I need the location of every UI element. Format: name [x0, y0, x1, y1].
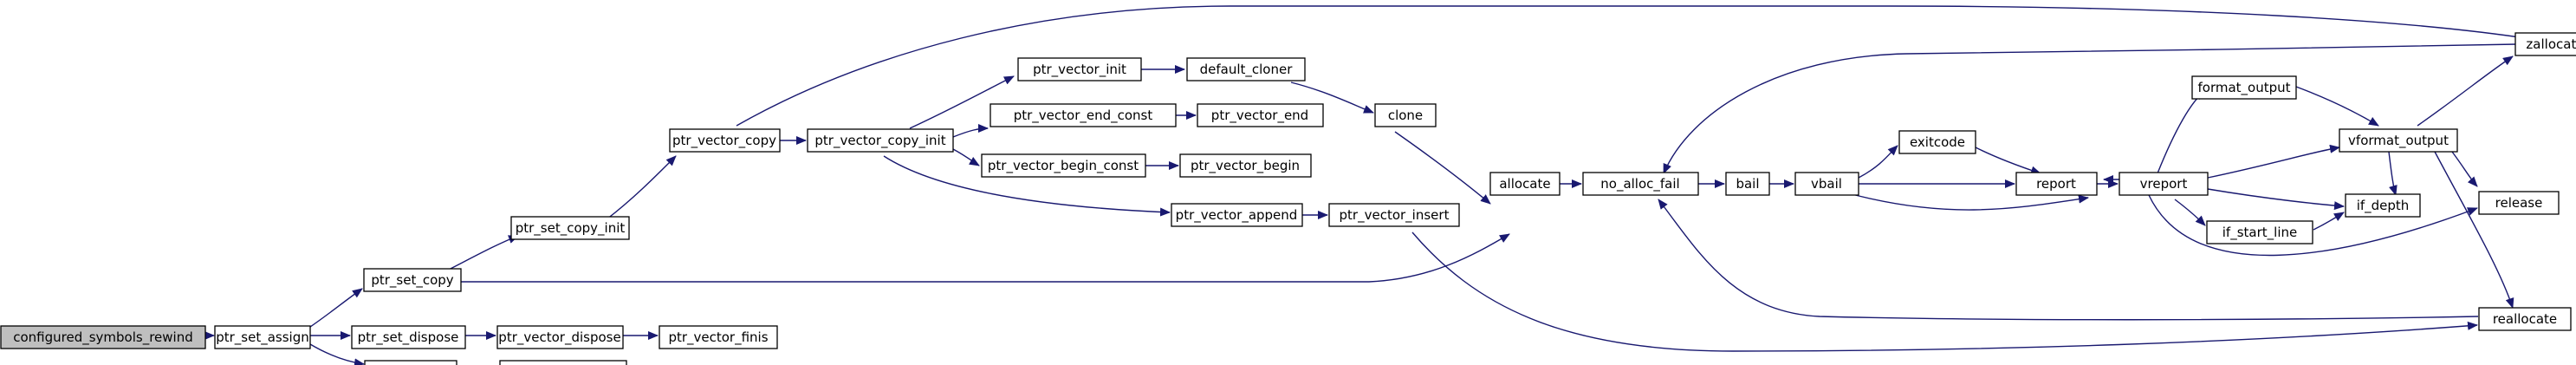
node-ptr-set-assign[interactable]: ptr_set_assign: [214, 325, 311, 349]
node-label: ptr_vector_end_const: [1014, 108, 1153, 124]
node-configured-symbols-rewind[interactable]: configured_symbols_rewind: [0, 325, 206, 349]
edge-vreport-to-if-depth: [2207, 188, 2345, 211]
edge-vreport-to-format-output: [2157, 90, 2206, 174]
node-ptr-vector-init[interactable]: ptr_vector_init: [1017, 57, 1142, 81]
node-label: clone: [1388, 108, 1423, 123]
node-bail[interactable]: bail: [1725, 172, 1770, 196]
node-label: vbail: [1811, 176, 1842, 192]
node-ptr-vector-swap[interactable]: ptr_vector_swap: [499, 360, 627, 365]
node-ptr-vector-end-const[interactable]: ptr_vector_end_const: [990, 103, 1177, 127]
node-ptr-vector-begin-const[interactable]: ptr_vector_begin_const: [981, 153, 1146, 178]
node-exitcode[interactable]: exitcode: [1898, 130, 1976, 154]
node-label: no_alloc_fail: [1600, 176, 1679, 192]
edge-vreport-to-vformat-output: [2207, 144, 2340, 179]
edge-zallocate-to-no-alloc-fail: [1663, 43, 2518, 174]
node-reallocate[interactable]: reallocate: [2478, 307, 2572, 331]
node-ptr-vector-append[interactable]: ptr_vector_append: [1171, 203, 1303, 227]
node-label: ptr_vector_copy: [672, 133, 776, 149]
node-release[interactable]: release: [2478, 191, 2560, 215]
node-label: zallocate: [2526, 36, 2576, 52]
node-ptr-vector-dispose[interactable]: ptr_vector_dispose: [496, 325, 624, 349]
node-report[interactable]: report: [2015, 172, 2098, 196]
node-label: report: [2036, 176, 2076, 192]
node-ptr-vector-insert[interactable]: ptr_vector_insert: [1328, 203, 1460, 227]
edge-vformat-output-to-zallocate: [2417, 55, 2514, 127]
edge-ptr-set-copy-to-allocate: [461, 233, 1510, 283]
node-no-alloc-fail[interactable]: no_alloc_fail: [1582, 172, 1699, 196]
node-label: format_output: [2197, 80, 2290, 96]
node-label: ptr_vector_init: [1033, 62, 1126, 78]
edge-ptr-set-copy-init-to-ptr-vector-copy: [606, 155, 677, 220]
edge-ptr-set-assign-to-ptr-set-copy: [309, 288, 363, 328]
edge-exitcode-to-report: [1975, 147, 2041, 175]
node-ptr-set-swap[interactable]: ptr_set_swap: [364, 360, 457, 365]
edge-ptr-vector-copy-init-to-ptr-vector-begin-const: [952, 148, 980, 166]
node-label: ptr_set_dispose: [358, 329, 459, 346]
edge-ptr-vector-copy-to-zallocate: [736, 5, 2563, 127]
edge-vformat-output-to-reallocate: [2434, 151, 2514, 309]
node-label: vreport: [2140, 176, 2188, 192]
node-format-output[interactable]: format_output: [2191, 75, 2297, 100]
node-default-cloner[interactable]: default_cloner: [1186, 57, 1306, 81]
node-if-start-line[interactable]: if_start_line: [2206, 220, 2313, 244]
node-ptr-vector-copy-init[interactable]: ptr_vector_copy_init: [807, 128, 954, 153]
edge-ptr-set-assign-to-ptr-set-swap: [309, 343, 365, 365]
node-label: bail: [1736, 176, 1759, 192]
node-ptr-set-copy-init[interactable]: ptr_set_copy_init: [510, 216, 630, 240]
edge-default-cloner-to-clone: [1290, 81, 1374, 114]
node-label: ptr_vector_end: [1211, 108, 1308, 124]
node-ptr-vector-copy[interactable]: ptr_vector_copy: [669, 128, 781, 153]
edge-vbail-to-exitcode: [1858, 145, 1898, 179]
node-allocate[interactable]: allocate: [1489, 172, 1561, 196]
edge-vreport-to-release: [2148, 194, 2478, 257]
node-label: ptr_vector_dispose: [498, 329, 620, 346]
node-label: ptr_vector_begin_const: [988, 158, 1139, 174]
node-label: exitcode: [1910, 134, 1965, 150]
edge-reallocate-to-no-alloc-fail: [1658, 199, 2479, 321]
node-ptr-set-dispose[interactable]: ptr_set_dispose: [351, 325, 466, 349]
node-label: allocate: [1499, 176, 1550, 192]
node-vreport[interactable]: vreport: [2119, 172, 2209, 196]
node-label: ptr_vector_finis: [668, 329, 768, 346]
edge-format-output-to-vformat-output: [2295, 86, 2379, 127]
edge-if-start-line-to-if-depth: [2313, 212, 2345, 231]
edge-vformat-output-to-if-depth: [2388, 151, 2398, 196]
edge-ptr-vector-copy-init-to-ptr-vector-append: [883, 155, 1171, 217]
node-label: ptr_vector_begin: [1191, 158, 1300, 174]
node-label: ptr_vector_copy_init: [814, 133, 945, 149]
edge-ptr-vector-insert-to-reallocate: [1411, 231, 2478, 352]
edge-ptr-set-copy-to-ptr-set-copy-init: [441, 235, 519, 274]
node-label: vformat_output: [2348, 133, 2449, 149]
node-label: if_depth: [2357, 198, 2410, 214]
node-zallocate[interactable]: zallocate: [2514, 32, 2576, 56]
node-ptr-set-copy[interactable]: ptr_set_copy: [363, 268, 462, 292]
node-label: ptr_set_copy_init: [516, 220, 626, 237]
node-label: ptr_vector_append: [1176, 207, 1298, 224]
node-label: release: [2495, 195, 2543, 211]
node-ptr-vector-begin[interactable]: ptr_vector_begin: [1179, 153, 1312, 178]
edge-ptr-vector-copy-init-to-ptr-vector-init: [909, 75, 1015, 129]
node-label: if_start_line: [2222, 225, 2297, 241]
edge-vformat-output-to-release: [2451, 151, 2478, 187]
node-label: ptr_set_copy: [371, 272, 453, 289]
node-clone[interactable]: clone: [1374, 103, 1437, 127]
node-label: configured_symbols_rewind: [13, 329, 193, 346]
node-vbail[interactable]: vbail: [1794, 172, 1859, 196]
node-if-depth[interactable]: if_depth: [2345, 193, 2421, 218]
edge-vbail-to-vreport: [1845, 192, 2089, 211]
node-label: reallocate: [2493, 311, 2557, 327]
call-edges: [204, 5, 2563, 365]
edge-clone-to-allocate: [1394, 131, 1491, 205]
edge-ptr-vector-copy-init-to-ptr-vector-end-const: [952, 124, 989, 138]
node-ptr-vector-finis[interactable]: ptr_vector_finis: [659, 325, 778, 349]
node-label: default_cloner: [1200, 62, 1294, 78]
node-label: ptr_vector_insert: [1340, 207, 1450, 224]
edge-vreport-to-if-start-line: [2174, 199, 2206, 226]
node-label: ptr_set_assign: [216, 329, 309, 346]
node-vformat-output[interactable]: vformat_output: [2339, 128, 2458, 153]
node-ptr-vector-end[interactable]: ptr_vector_end: [1197, 103, 1324, 127]
